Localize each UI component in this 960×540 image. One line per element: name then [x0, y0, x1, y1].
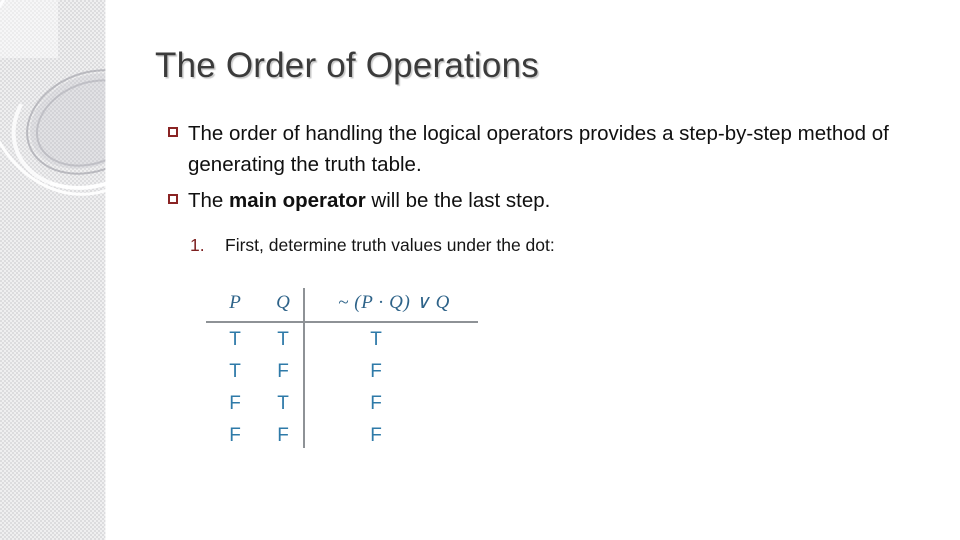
- truth-table-header-q: Q: [276, 292, 290, 313]
- bullet-text-tail: will be the last step.: [365, 189, 551, 212]
- truth-table-cell: F: [370, 425, 382, 446]
- bullet-item-label: The main operator will be the last step.: [188, 185, 938, 216]
- square-bullet-icon: [168, 127, 178, 137]
- numbered-list: 1. First, determine truth values under t…: [190, 232, 890, 258]
- numbered-list-marker: 1.: [190, 235, 205, 255]
- bullet-text-emphasis: main operator: [229, 189, 366, 212]
- sidebar-edge-divider: [105, 0, 106, 540]
- truth-table: P Q ~ (P · Q) ∨ Q T T T T F F F T F F F …: [206, 288, 496, 453]
- truth-table-header-rule: [206, 321, 478, 323]
- truth-table-cell: T: [277, 393, 289, 414]
- decorative-ellipse-fill: [15, 56, 106, 186]
- body-content: The order of handling the logical operat…: [168, 118, 938, 216]
- truth-table-cell: F: [229, 425, 241, 446]
- truth-table-header-p: P: [229, 292, 241, 313]
- truth-table-cell: T: [229, 329, 241, 350]
- truth-table-cell: F: [277, 361, 289, 382]
- truth-table-cell: T: [229, 361, 241, 382]
- truth-table-cell: T: [370, 329, 382, 350]
- truth-table-cell: F: [370, 361, 382, 382]
- numbered-list-item: 1. First, determine truth values under t…: [190, 232, 890, 258]
- truth-table-vertical-divider: [303, 288, 305, 448]
- sidebar-light-corner: [0, 0, 58, 58]
- bullet-item: The order of handling the logical operat…: [168, 118, 938, 180]
- numbered-list-item-label: First, determine truth values under the …: [225, 235, 555, 255]
- truth-table-cell: F: [277, 425, 289, 446]
- decorative-ellipse-inner-icon: [22, 63, 106, 183]
- square-bullet-icon: [168, 194, 178, 204]
- decorative-ellipse-outer-icon: [10, 50, 106, 194]
- truth-table-cell: F: [370, 393, 382, 414]
- bullet-item-label: The order of handling the logical operat…: [188, 122, 889, 176]
- decorative-sidebar: [0, 0, 106, 540]
- bullet-item: The main operator will be the last step.: [168, 185, 938, 216]
- truth-table-header-expression: ~ (P · Q) ∨ Q: [338, 292, 450, 313]
- truth-table-cell: F: [229, 393, 241, 414]
- bullet-text-lead: The: [188, 189, 230, 212]
- decorative-arc-white-tertiary-icon: [0, 36, 106, 212]
- truth-table-cell: T: [277, 329, 289, 350]
- page-title: The Order of Operations: [155, 46, 539, 85]
